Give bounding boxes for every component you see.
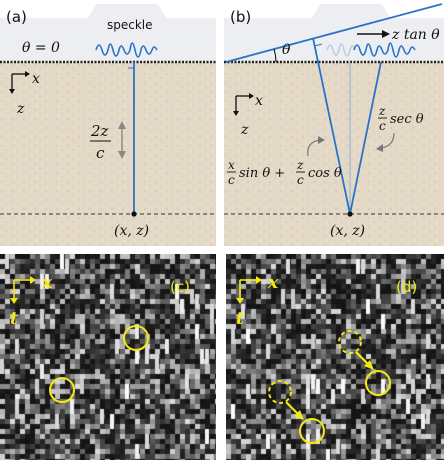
axis-t-label: t (236, 309, 244, 329)
marker-circle (123, 325, 149, 351)
speckle-image (226, 254, 444, 460)
scatterer-point (347, 211, 353, 217)
annotations: x t (d) (236, 273, 417, 444)
sum-x: x (228, 158, 235, 172)
tilted-beam (312, 37, 351, 215)
panel-b: z tan θ θ (b) x z z c sec θ x c sin θ + … (224, 0, 444, 246)
angle-arc (273, 48, 277, 63)
sec-numerator: z (378, 104, 386, 118)
panel-label: (a) (6, 8, 27, 26)
axis-indicator (233, 93, 254, 116)
point-label: (x, z) (114, 223, 149, 239)
ghost-speckle (326, 43, 356, 57)
transducer-housing (0, 4, 216, 62)
right-angle-mark (312, 37, 323, 47)
panel-label: (b) (230, 8, 251, 26)
panel-label: (c) (170, 278, 190, 296)
origin-marker-dashed (268, 380, 292, 404)
scatterer-point (131, 211, 137, 217)
tissue-region (224, 62, 444, 246)
axis-indicator (10, 276, 36, 304)
return-beam (349, 61, 382, 215)
motion-arrow (355, 351, 369, 365)
sum-z: z (296, 158, 304, 172)
axis-indicator (9, 71, 30, 94)
sec-arrow (380, 132, 395, 149)
round-trip-denominator: c (96, 144, 105, 162)
axis-x-label: x (267, 273, 279, 293)
sec-term: sec θ (390, 112, 424, 127)
shift-arrow (357, 30, 390, 38)
panel-d: x t (d) (226, 254, 444, 460)
speckle-label: speckle (107, 18, 153, 32)
sum-c1: c (228, 173, 235, 187)
sum-sin: sin θ + (239, 166, 285, 181)
axis-x-label: x (41, 273, 53, 293)
shift-label: z tan θ (391, 27, 440, 43)
marker-circle (299, 418, 325, 444)
depth-double-arrow (118, 121, 126, 159)
panel-label: (d) (396, 278, 417, 296)
axis-indicator (236, 276, 262, 304)
axis-t-label: t (10, 309, 18, 329)
speckle-image (0, 254, 216, 460)
panel-c: x t (c) (0, 254, 216, 460)
sum-cos: cos θ (308, 166, 342, 181)
tissue-region (0, 62, 216, 246)
panel-a: (a) θ = 0 speckle x z 2z c (x, z) (0, 0, 216, 246)
sum-arrow (307, 139, 321, 157)
sec-denominator: c (379, 119, 386, 133)
annotations: x t (c) (10, 273, 190, 403)
marker-circle (365, 370, 391, 396)
axis-x-label: x (255, 93, 263, 109)
speckle-wave (95, 42, 158, 58)
angle-label: θ (282, 42, 291, 58)
axis-z-label: z (240, 122, 249, 138)
point-label: (x, z) (330, 223, 365, 239)
speckle-wave-shifted (353, 42, 416, 58)
marker-circle (49, 377, 75, 403)
sum-c2: c (297, 173, 304, 187)
tilted-wavefront (225, 3, 443, 63)
round-trip-numerator: 2z (90, 122, 109, 140)
origin-marker-dashed (338, 330, 362, 354)
axis-x-label: x (32, 71, 40, 87)
axis-z-label: z (16, 101, 25, 117)
theta-zero-label: θ = 0 (22, 40, 60, 56)
motion-arrow (285, 401, 299, 415)
